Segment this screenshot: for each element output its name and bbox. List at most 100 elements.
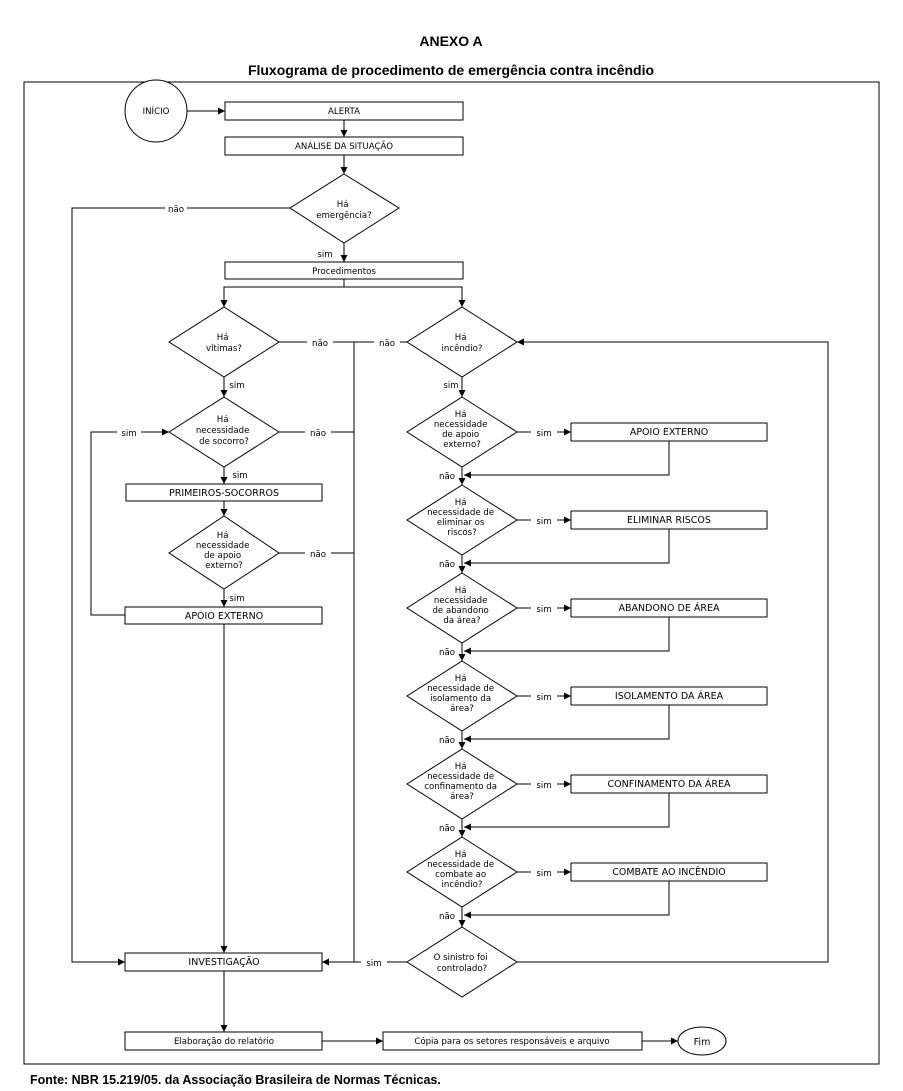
label-nao-apoio-left: não — [310, 550, 326, 560]
svg-text:O sinistro foi controlad: O sinistro foi controlado? — [434, 953, 491, 974]
annex-title: ANEXO A — [419, 33, 482, 49]
label-sim-retorno: sim — [121, 429, 136, 439]
node-apoio-externo-right: APOIO EXTERNO — [570, 422, 768, 442]
svg-text:Há vítimas?: Há vítimas? — [206, 333, 242, 354]
alerta-label: ALERTA — [328, 107, 360, 117]
copia-label: Cópia para os setores responsáveis e arq… — [414, 1036, 609, 1047]
primeiros-socorros-label: PRIMEIROS-SOCORROS — [169, 488, 279, 499]
svg-text:Há necessidade de: Há necessidade de eliminar os riscos? — [427, 498, 497, 538]
ha-apoio-right-line-4: externo? — [443, 440, 481, 450]
decision-ha-vitimas: Há vítimas? — [168, 306, 280, 378]
sinistro-line-2: controlado? — [437, 964, 487, 974]
decision-sinistro-controlado: O sinistro foi controlado? — [406, 926, 518, 998]
diagram-frame — [23, 81, 880, 1065]
svg-text:Há necessidade de: Há necessidade de confinamento da área? — [424, 762, 499, 802]
decision-ha-abandono: Há necessidade de abandono da área? — [406, 572, 518, 644]
node-investigacao: INVESTIGAÇÃO — [124, 952, 323, 972]
svg-text:Há emergência?: Há emergência? — [316, 200, 371, 221]
node-eliminar-riscos: ELIMINAR RISCOS — [570, 510, 768, 530]
decision-ha-combate: Há necessidade de combate ao incêndio? — [406, 836, 518, 908]
procedimentos-label: Procedimentos — [312, 267, 376, 277]
svg-text:Há necessidade de: Há necessidade de apoio externo? — [196, 531, 252, 571]
ha-isolamento-line-2: necessidade de — [427, 684, 494, 694]
label-nao-incendio: não — [379, 339, 395, 349]
decision-ha-isolamento: Há necessidade de isolamento da área? — [406, 660, 518, 732]
apoio-externo-right-label: APOIO EXTERNO — [630, 427, 708, 438]
decision-ha-emergencia: Há emergência? — [289, 173, 400, 244]
node-copia-setores: Cópia para os setores responsáveis e arq… — [382, 1031, 643, 1051]
ha-combate-line-2: necessidade de — [427, 860, 494, 870]
ha-incendio-line-2: incêndio? — [442, 343, 483, 354]
decision-ha-incendio: Há incêndio? — [406, 306, 518, 378]
ha-isolamento-line-1: Há — [455, 674, 467, 684]
svg-text:Há necessidade de: Há necessidade de combate ao incêndio? — [427, 850, 497, 890]
label-nao-confinamento: não — [439, 824, 455, 834]
ha-abandono-line-1: Há — [455, 586, 467, 596]
label-sim-apoio-right: sim — [536, 429, 551, 439]
ha-abandono-line-3: de abandono — [432, 606, 488, 616]
node-abandono-de-area: ABANDONO DE ÁREA — [570, 598, 768, 618]
ha-abandono-line-2: necessidade — [434, 596, 488, 606]
node-combate-ao-incendio: COMBATE AO INCÊNDIO — [570, 862, 768, 882]
node-primeiros-socorros: PRIMEIROS-SOCORROS — [125, 483, 323, 502]
label-sim-eliminar: sim — [536, 517, 551, 527]
ha-apoio-left-line-3: de apoio — [204, 551, 241, 561]
ha-emergencia-line-1: Há — [337, 200, 349, 210]
ha-eliminar-line-2: necessidade de — [427, 508, 494, 518]
ha-apoio-right-line-1: Há — [455, 410, 467, 420]
decision-ha-apoio-externo-right: Há necessidade de apoio externo? — [406, 396, 518, 468]
ha-isolamento-line-4: área? — [450, 704, 474, 714]
ha-combate-line-1: Há — [455, 850, 467, 860]
inicio-label: INÍCIO — [143, 105, 170, 117]
label-nao-combate: não — [439, 912, 455, 922]
ha-apoio-right-line-3: de apoio — [442, 430, 479, 440]
ha-apoio-right-line-2: necessidade — [434, 420, 488, 430]
ha-combate-line-3: combate ao — [435, 870, 486, 880]
label-nao-isolamento: não — [439, 736, 455, 746]
svg-text:Há incêndio?: Há incêndio? — [442, 333, 483, 354]
ha-confinamento-line-1: Há — [455, 762, 467, 772]
ha-socorro-line-2: necessidade — [196, 426, 250, 436]
ha-incendio-line-1: Há — [455, 333, 467, 343]
label-sim-vitimas: sim — [229, 381, 244, 391]
decision-ha-confinamento: Há necessidade de confinamento da área? — [406, 748, 518, 820]
label-sim-apoio-left: sim — [229, 594, 244, 604]
label-sim-isolamento: sim — [536, 693, 551, 703]
ha-abandono-line-4: da área? — [443, 616, 480, 626]
abandono-label: ABANDONO DE ÁREA — [619, 602, 720, 614]
node-alerta: ALERTA — [224, 101, 464, 121]
node-elaboracao-relatorio: Elaboração do relatório — [124, 1031, 323, 1051]
ha-socorro-line-1: Há — [217, 415, 229, 425]
ha-eliminar-line-4: riscos? — [447, 528, 476, 538]
node-fim: Fim — [677, 1026, 727, 1056]
confinamento-label: CONFINAMENTO DA ÁREA — [608, 778, 731, 790]
node-confinamento-da-area: CONFINAMENTO DA ÁREA — [570, 774, 768, 794]
ha-eliminar-line-3: eliminar os — [437, 518, 485, 528]
label-sim-abandono: sim — [536, 605, 551, 615]
sinistro-line-1: O sinistro foi — [434, 953, 488, 963]
svg-text:Há necessidade de: Há necessidade de abandono da área? — [432, 586, 491, 626]
ha-combate-line-4: incêndio? — [442, 879, 483, 890]
label-nao-abandono: não — [439, 648, 455, 658]
label-sim-confinamento: sim — [536, 781, 551, 791]
apoio-externo-left-label: APOIO EXTERNO — [185, 611, 263, 622]
ha-apoio-left-line-2: necessidade — [196, 541, 250, 551]
node-inicio: INÍCIO — [124, 79, 188, 143]
label-sim-sinistro: sim — [366, 959, 381, 969]
label-nao-apoio-right: não — [439, 472, 455, 482]
label-nao-eliminar: não — [439, 560, 455, 570]
combate-label: COMBATE AO INCÊNDIO — [612, 866, 726, 878]
ha-confinamento-line-3: confinamento da — [424, 782, 497, 792]
isolamento-label: ISOLAMENTO DA ÁREA — [615, 690, 724, 702]
ha-confinamento-line-2: necessidade de — [427, 772, 494, 782]
svg-text:Há necessidade de: Há necessidade de isolamento da área? — [427, 674, 497, 714]
node-isolamento-da-area: ISOLAMENTO DA ÁREA — [570, 686, 768, 706]
ha-vitimas-line-1: Há — [217, 333, 229, 343]
connectors — [71, 107, 829, 1045]
label-sim-incendio: sim — [443, 381, 458, 391]
decision-ha-socorro: Há necessidade de socorro? — [168, 396, 280, 468]
svg-text:Há necessidade de: Há necessidade de apoio externo? — [434, 410, 490, 450]
source-note: Fonte: NBR 15.219/05. da Associação Bras… — [30, 1073, 441, 1087]
svg-text:Há necessidade de: Há necessidade de socorro? — [196, 415, 252, 447]
